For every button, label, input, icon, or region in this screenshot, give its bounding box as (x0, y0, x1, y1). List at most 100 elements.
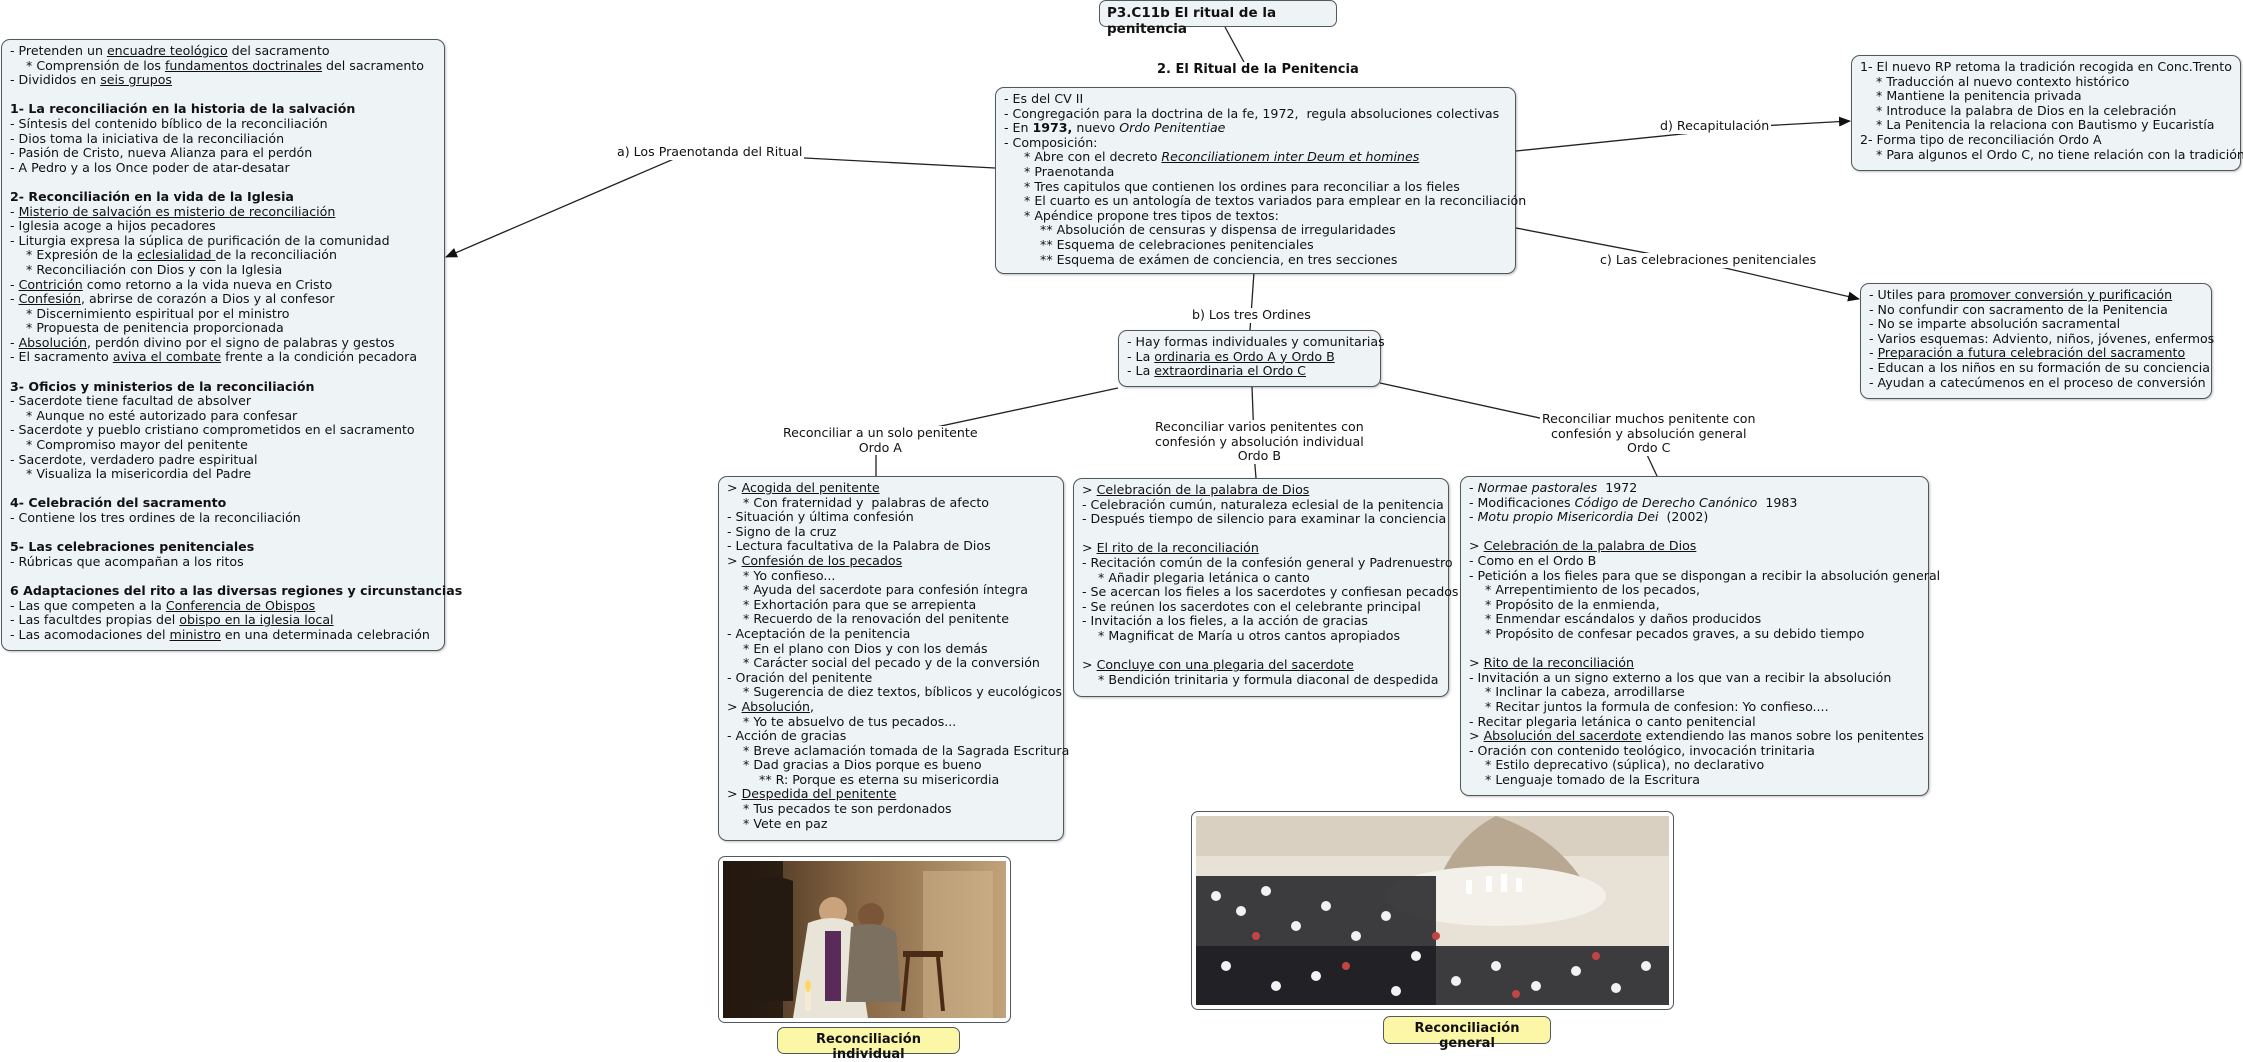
recapitulacion-box: 1- El nuevo RP retoma la tradición recog… (1851, 55, 2243, 171)
ordo-b-box-line: > Celebración de la palabra de Dios (1082, 482, 1310, 497)
ordo-b-box-line: - Después tiempo de silencio para examin… (1082, 511, 1447, 527)
ordo-a-box-line: * Exhortación para que se arrepienta (727, 596, 977, 612)
left-box-line: - Síntesis del contenido bíblico de la r… (10, 115, 328, 131)
ordo-c-box: - Normae pastorales 1972- Modificaciones… (1460, 476, 1940, 796)
ordo-c-box-line: * Enmendar escándalos y daños producidos (1469, 611, 1762, 627)
celebraciones-box-line: - No se imparte absolución sacramental (1869, 316, 2121, 332)
ordo-b-box-line: > El rito de la reconciliación (1082, 540, 1259, 556)
assembly-photo-image (1196, 816, 1669, 1005)
celebraciones-box-line: - Preparación a futura celebración del s… (1869, 345, 2186, 361)
left-box-line: 1- La reconciliación en la historia de l… (10, 101, 356, 117)
label-ordo-c: Reconciliar muchos penitente con confesi… (1540, 411, 1758, 456)
ordo-b-box-line: * Magnificat de María u otros cantos apr… (1082, 627, 1401, 643)
center-box-line: * Tres capitulos que contienen los ordin… (1004, 178, 1460, 194)
left-box-line: 6 Adaptaciones del rito a las diversas r… (10, 582, 463, 598)
left-box-line: 2- Reconciliación en la vida de la Igles… (10, 188, 294, 204)
recap-box-line: 2- Forma tipo de reconciliación Ordo A (1860, 131, 2102, 147)
left-box-line: - Confesión, abrirse de corazón a Dios y… (10, 291, 335, 307)
left-box-line: 5- Las celebraciones penitenciales (10, 539, 255, 555)
left-box-line: 4- Celebración del sacramento (10, 495, 227, 511)
recap-box-line: * La Penitencia la relaciona con Bautism… (1860, 117, 2215, 133)
ordo-a-box-line: * Vete en paz (727, 815, 828, 831)
left-box-line: * Reconciliación con Dios y con la Igles… (10, 261, 283, 277)
ordo-a-box-line: > Despedida del penitente (727, 786, 897, 802)
ordo-c-box-line: - Oración con contenido teológico, invoc… (1469, 742, 1815, 758)
left-box-line: * Discernimiento espiritual por el minis… (10, 305, 290, 321)
ordo-a-box-line: ** R: Porque es eterna su misericordia (727, 771, 1000, 787)
left-box-line: 3- Oficios y ministerios de la reconcili… (10, 378, 315, 394)
ordo-c-box-line: * Inclinar la cabeza, arrodillarse (1469, 684, 1685, 700)
ordo-a-box-line: * Yo te absuelvo de tus pecados... (727, 713, 957, 729)
ordo-c-box-line (1469, 642, 1920, 657)
ordo-a-box-line: - Lectura facultativa de la Palabra de D… (727, 538, 991, 554)
ordo-c-box-line: * Recitar juntos la formula de confesion… (1469, 698, 1829, 714)
ordo-c-box-line: - Normae pastorales 1972 (1469, 480, 1638, 495)
ordo-a-box-line: * Dad gracias a Dios porque es bueno (727, 757, 982, 773)
ordines-box-line: - La extraordinaria el Ordo C (1127, 363, 1306, 379)
center-box: - Es del CV II- Congregación para la doc… (995, 87, 1527, 274)
center-box-line: - En 1973, nuevo Ordo Penitentiae (1004, 120, 1226, 136)
caption-general: Reconciliación general (1383, 1016, 1551, 1051)
ordo-b-box-line: - Celebración cumún, naturaleza eclesial… (1082, 496, 1444, 512)
link-title-center (1224, 26, 1246, 65)
recap-box-line: 1- El nuevo RP retoma la tradición recog… (1860, 59, 2232, 74)
ordo-c-box-line: * Propósito de la enmienda, (1469, 596, 1660, 612)
ordo-c-box-line: > Celebración de la palabra de Dios (1469, 538, 1697, 554)
center-box-line: - Congregación para la doctrina de la fe… (1004, 105, 1500, 121)
left-box-line: - Sacerdote y pueblo cristiano compromet… (10, 422, 415, 438)
center-box-line: * Apéndice propone tres tipos de textos: (1004, 207, 1279, 223)
ordo-a-box-line: * Recuerdo de la renovación del penitent… (727, 611, 1009, 627)
recap-box-line: * Para algunos el Ordo C, no tiene relac… (1860, 146, 2243, 162)
ordo-a-box-line: - Aceptación de la penitencia (727, 625, 911, 641)
left-box-line (10, 175, 436, 190)
ordo-b-box-line: - Se acercan los fieles a los sacerdotes… (1082, 584, 1459, 600)
ordo-a-box-line: * En el plano con Dios y con los demás (727, 640, 988, 656)
left-box-line: - A Pedro y a los Once poder de atar-des… (10, 159, 290, 175)
praenotanda-box: - Pretenden un encuadre teológico del sa… (1, 39, 463, 651)
link-ordo-b (1251, 386, 1257, 479)
center-box-line: ** Absolución de censuras y dispensa de … (1004, 222, 1396, 238)
label-ordo-a: Reconciliar a un solo penitente Ordo A (781, 425, 980, 456)
celebraciones-box-line: - Utiles para promover conversión y puri… (1869, 287, 2173, 302)
ordo-c-box-line: * Estilo deprecativo (súplica), no decla… (1469, 757, 1765, 773)
photo-general-frame (1191, 811, 1674, 1010)
ordo-a-box-line: - Signo de la cruz (727, 523, 837, 539)
ordo-c-box-line: * Arrepentimiento de los pecados, (1469, 582, 1700, 598)
center-box-line: - Es del CV II (1004, 91, 1084, 106)
left-box-line: - Pretenden un encuadre teológico del sa… (10, 43, 330, 58)
left-box-line: - Rúbricas que acompañan a los ritos (10, 553, 244, 569)
caption-individual: Reconciliación individual (777, 1027, 960, 1062)
photo-individual-frame (718, 856, 1011, 1023)
center-heading: 2. El Ritual de la Penitencia (1154, 62, 1362, 77)
label-ordo-b: Reconciliar varios penitentes con confes… (1153, 419, 1366, 464)
center-box-line: * El cuarto es un antología de textos va… (1004, 193, 1527, 209)
left-box-line: - Las que competen a la Conferencia de O… (10, 597, 316, 613)
left-box-line (10, 569, 436, 584)
ordo-b-box-line: - Se reúnen los sacerdotes con el celebr… (1082, 598, 1421, 614)
confession-photo-image (723, 861, 1006, 1018)
left-box-line: - Sacerdote tiene facultad de absolver (10, 393, 252, 409)
left-box-line: - Contiene los tres ordines de la reconc… (10, 510, 301, 525)
left-box-line: - Absolución, perdón divino por el signo… (10, 334, 395, 350)
link-celebraciones (1515, 227, 1860, 302)
ordo-c-box-line: - Recitar plegaria letánica o canto peni… (1469, 713, 1756, 729)
ordo-a-box: > Acogida del penitente * Con fraternida… (718, 476, 1070, 841)
ordo-a-box-line: * Yo confieso... (727, 567, 836, 583)
ordo-a-box-line: > Confesión de los pecados (727, 552, 903, 568)
ordo-a-box-line: > Acogida del penitente (727, 480, 880, 495)
ordo-c-box-line: * Propósito de confesar pecados graves, … (1469, 625, 1865, 641)
ordo-c-box-line: > Rito de la reconciliación (1469, 655, 1634, 671)
left-box-line: - Misterio de salvación es misterio de r… (10, 203, 336, 219)
recap-box-line: * Mantiene la penitencia privada (1860, 88, 2082, 104)
ordo-a-box-line: * Breve aclamación tomada de la Sagrada … (727, 742, 1070, 758)
left-box-line: - Pasión de Cristo, nueva Alianza para e… (10, 145, 313, 161)
ordo-a-box-line: > Absolución, (727, 698, 815, 714)
ordo-c-box-line: - Como en el Ordo B (1469, 552, 1597, 568)
left-box-line: - Contrición como retorno a la vida nuev… (10, 276, 333, 292)
left-box-line: * Comprensión de los fundamentos doctrin… (10, 57, 425, 73)
link-praenotanda (445, 151, 996, 258)
left-box-line: * Compromiso mayor del penitente (10, 437, 248, 453)
ordo-a-box-line: * Con fraternidad y palabras de afecto (727, 494, 990, 510)
ordo-a-box-line: * Tus pecados te son perdonados (727, 801, 952, 817)
center-box-line: * Praenotanda (1004, 163, 1115, 179)
